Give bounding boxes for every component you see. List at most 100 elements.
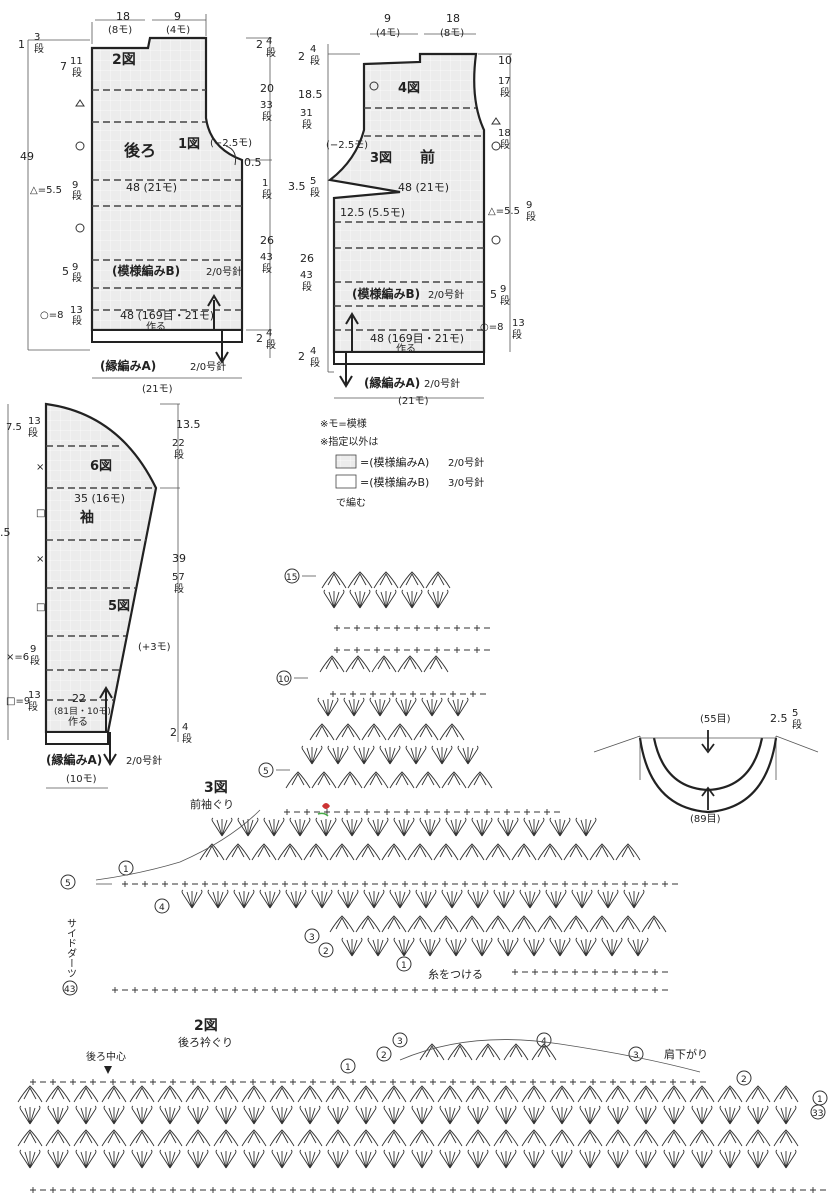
chart3-stitch-symbol — [277, 843, 303, 861]
chart3-stitch-symbol — [371, 655, 397, 673]
chart3-side-dart: サイドダーツ — [65, 918, 77, 978]
sleeve-mark-x1: × — [36, 462, 44, 473]
chart3-stitch-symbol — [537, 843, 563, 861]
back-cast-on: 48 (169目・21モ) — [120, 309, 214, 322]
chart3-stitch-symbol — [591, 986, 629, 994]
chart3-stitch-symbol — [575, 817, 597, 837]
chart2-stitch-symbol — [159, 1105, 181, 1125]
sleeve-edging: (縁編みA) — [46, 752, 102, 767]
legend-note-knit: で編む — [336, 496, 366, 509]
chart3-stitch-symbol — [363, 808, 401, 816]
chart3-stitch-symbol — [327, 745, 349, 765]
chart3-row-3: 3 — [309, 933, 315, 943]
chart3-stitch-symbol — [449, 690, 487, 698]
chart3-stitch-symbol — [181, 889, 203, 909]
chart3-stitch-symbol — [349, 589, 371, 609]
chart3-stitch-symbol — [523, 937, 545, 957]
chart3-stitch-symbol — [343, 697, 365, 717]
chart2-stitch-symbol — [349, 1186, 387, 1194]
chart3-stitch-symbol — [467, 889, 489, 909]
chart3-stitch-symbol — [201, 880, 239, 888]
chart2-stitch-symbol — [549, 1186, 587, 1194]
chart3-stitch-symbol — [511, 986, 549, 994]
chart3-stitch-symbol — [497, 937, 519, 957]
chart3-stitch-symbol — [281, 880, 319, 888]
chart3-stitch-symbol — [459, 915, 485, 933]
chart2-stitch-symbol — [669, 1078, 707, 1086]
chart2-stitch-symbol — [633, 1085, 659, 1103]
chart3-stitch-symbol — [511, 968, 549, 976]
chart2-stitch-symbol — [437, 1085, 463, 1103]
legend: ※モ=模様 ※指定以外は =(模様編みA) 2/0号針 =(模様編みB) 3/0… — [320, 417, 484, 509]
front-right-17-dan: 段 — [500, 86, 510, 99]
chart2-stitch-symbol — [187, 1149, 209, 1169]
chart2-stitch-symbol — [661, 1085, 687, 1103]
chart3-row-2: 2 — [323, 947, 329, 957]
chart3-stitch-symbol — [323, 589, 345, 609]
sleeve-right-4-dan: 段 — [182, 732, 192, 745]
chart2-stitch-symbol — [189, 1186, 227, 1194]
chart2-stitch-symbol — [437, 1129, 463, 1147]
chart2-stitch-symbol — [243, 1105, 265, 1125]
chart3-row-1b: 1 — [401, 961, 407, 971]
chart3-stitch-symbol — [395, 697, 417, 717]
chart2-stitch-symbol — [607, 1105, 629, 1125]
chart3-stitch-symbol — [259, 889, 281, 909]
chart3-stitch-symbol — [443, 808, 481, 816]
back-left-5-rows: 9 — [72, 262, 78, 273]
chart3-stitch-symbol — [311, 986, 349, 994]
chart3-stitch-symbol — [483, 808, 521, 816]
back-right-2b: 2 — [256, 332, 263, 345]
chart2-stitch-symbol — [17, 1129, 43, 1147]
back-left-5: 5 — [62, 265, 69, 278]
front-left-35: 3.5 — [288, 180, 306, 193]
chart3-stitch-symbol — [551, 986, 589, 994]
chart2-stitch-symbol — [75, 1149, 97, 1169]
chart3-stitch-symbol — [233, 889, 255, 909]
chart2-stitch-symbol — [605, 1085, 631, 1103]
chart2-stitch-symbol — [47, 1105, 69, 1125]
chart3-stitch-symbol — [497, 817, 519, 837]
back-total-height: 49 — [20, 150, 34, 163]
chart3-stitch-symbol — [589, 843, 615, 861]
chart3-stitch-symbol — [441, 889, 463, 909]
chart3-stitch-symbol — [289, 817, 311, 837]
chart3-stitch-symbol — [361, 723, 387, 741]
chart3-subtitle: 前袖ぐり — [190, 797, 234, 811]
chart2-stitch-symbol — [629, 1186, 667, 1194]
back-top-width: 18 — [116, 10, 130, 23]
chart3-stitch-symbol — [373, 571, 399, 589]
chart2-stitch-symbol — [73, 1085, 99, 1103]
chart2-stitch-symbol — [663, 1105, 685, 1125]
chart2-stitch-symbol — [17, 1085, 43, 1103]
front-top-width2-motifs: (8モ) — [440, 28, 464, 39]
chart2-stitch-symbol — [327, 1105, 349, 1125]
back-left-triangle-rows: 9 — [72, 180, 78, 191]
chart2-stitch-symbol — [69, 1078, 107, 1086]
chart3-stitch-symbol — [511, 915, 537, 933]
chart3-stitch-symbol — [355, 843, 381, 861]
chart3-stitch-symbol — [407, 843, 433, 861]
neck-side: 2.5 — [770, 712, 788, 725]
legend-swatch-b — [335, 474, 357, 489]
chart3-stitch-symbol — [597, 889, 619, 909]
chart2-stitch-symbol — [187, 1105, 209, 1125]
back-left-1-dan: 段 — [34, 42, 44, 55]
chart2-stitch-symbol — [109, 1078, 147, 1086]
front-decrease: (−2.5モ) — [326, 140, 368, 151]
chart3-stitch-symbol — [283, 808, 321, 816]
front-top-width-motifs: (4モ) — [376, 28, 400, 39]
sleeve-right-4: 4 — [182, 722, 188, 733]
chart2-stitch-symbol — [469, 1186, 507, 1194]
chart2-stitch-symbol — [269, 1085, 295, 1103]
chart3-stitch-symbol — [441, 771, 467, 789]
chart2-stitch-symbol — [213, 1085, 239, 1103]
chart3-stitch-symbol — [467, 771, 493, 789]
chart2-stitch-symbol — [689, 1085, 715, 1103]
chart3-stitch-symbol — [453, 646, 491, 654]
chart2-stitch-symbol — [775, 1149, 797, 1169]
sleeve-increase: (+3モ) — [138, 642, 171, 653]
chart3-stitch-symbol — [393, 937, 415, 957]
chart2-stitch-symbol — [589, 1078, 627, 1086]
